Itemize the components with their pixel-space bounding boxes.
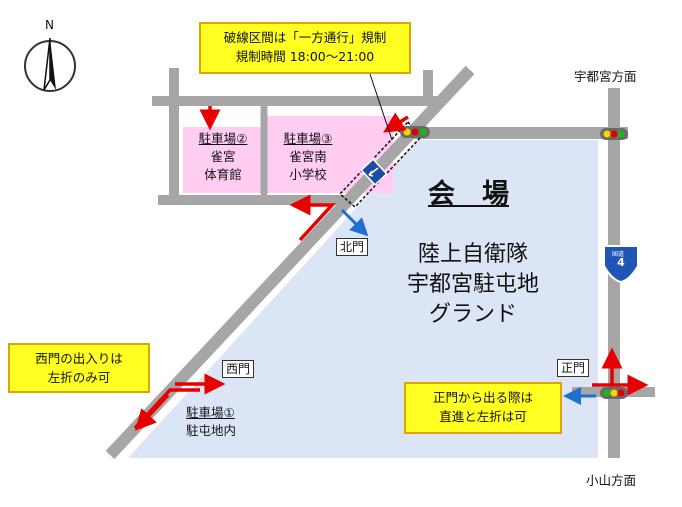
parking-lot-1: 駐車場① 駐屯地内: [186, 404, 262, 440]
venue-line2: 宇都宮駐屯地: [406, 272, 539, 297]
direction-south-label: 小山方面: [586, 473, 637, 488]
blue-arrows: [340, 208, 596, 405]
arrow-into-parking-3: [383, 112, 409, 133]
main-gate-note-line2: 直進と左折は可: [439, 409, 527, 424]
direction-north-label: 宇都宮方面: [574, 69, 637, 84]
north-gate-label: 北門: [336, 238, 369, 256]
traffic-light-icon: [400, 126, 430, 138]
parking-lot-2: 駐車場② 雀宮 体育館: [185, 130, 261, 184]
venue-title: 会 場: [428, 179, 509, 210]
note-pointer-line: [369, 73, 393, 141]
one-way-arrow-icon: [368, 167, 379, 177]
venue-line3: グランド: [428, 302, 517, 327]
parking-lot-2-line3: 体育館: [204, 167, 242, 182]
west-gate-note-line2: 左折のみ可: [47, 370, 111, 385]
compass-icon: [24, 37, 76, 92]
venue-area: [128, 140, 598, 458]
parking-lot-3-line2: 雀宮南: [289, 149, 327, 164]
west-gate-note-line1: 西門の出入りは: [35, 351, 123, 366]
traffic-light-icon: [600, 387, 628, 399]
restriction-note-line2: 規制時間 18:00～21:00: [235, 49, 375, 64]
traffic-light-icon: [600, 128, 628, 140]
red-arrows: [133, 106, 649, 431]
arrow-west-gate-out: [134, 393, 170, 431]
main-gate-label: 正門: [557, 359, 590, 377]
west-gate-note: 西門の出入りは 左折のみ可: [8, 343, 150, 393]
parking-lot-3-line3: 小学校: [289, 167, 327, 182]
parking-lot-2-area: [183, 127, 261, 193]
route-shield-number: 4: [617, 256, 625, 269]
parking-lot-2-line2: 雀宮: [210, 149, 236, 164]
route-shield-icon: [603, 245, 639, 284]
west-gate-label: 西門: [222, 360, 255, 378]
venue-name: 陸上自衛隊 宇都宮駐屯地 グランド: [393, 240, 553, 330]
restriction-note-line1: 破線区間は「一方通行」規制: [223, 30, 387, 45]
restriction-note: 破線区間は「一方通行」規制 規制時間 18:00～21:00: [199, 22, 411, 74]
parking-lot-3-name: 駐車場③: [283, 131, 333, 146]
compass-north-label: N: [45, 18, 54, 32]
parking-lot-1-name: 駐車場①: [186, 405, 235, 420]
venue-line1: 陸上自衛隊: [417, 242, 528, 267]
route-shield-top: 国道: [612, 251, 625, 258]
parking-lot-3: 駐車場③ 雀宮南 小学校: [270, 130, 346, 184]
main-gate-note: 正門から出る際は 直進と左折は可: [404, 382, 562, 434]
arrow-north-gate-exit: [289, 194, 336, 242]
main-gate-note-line1: 正門から出る際は: [432, 390, 533, 405]
arrow-north-gate-entry: [340, 208, 369, 237]
parking-lot-1-line2: 駐屯地内: [186, 423, 237, 438]
parking-lot-2-name: 駐車場②: [198, 131, 248, 146]
